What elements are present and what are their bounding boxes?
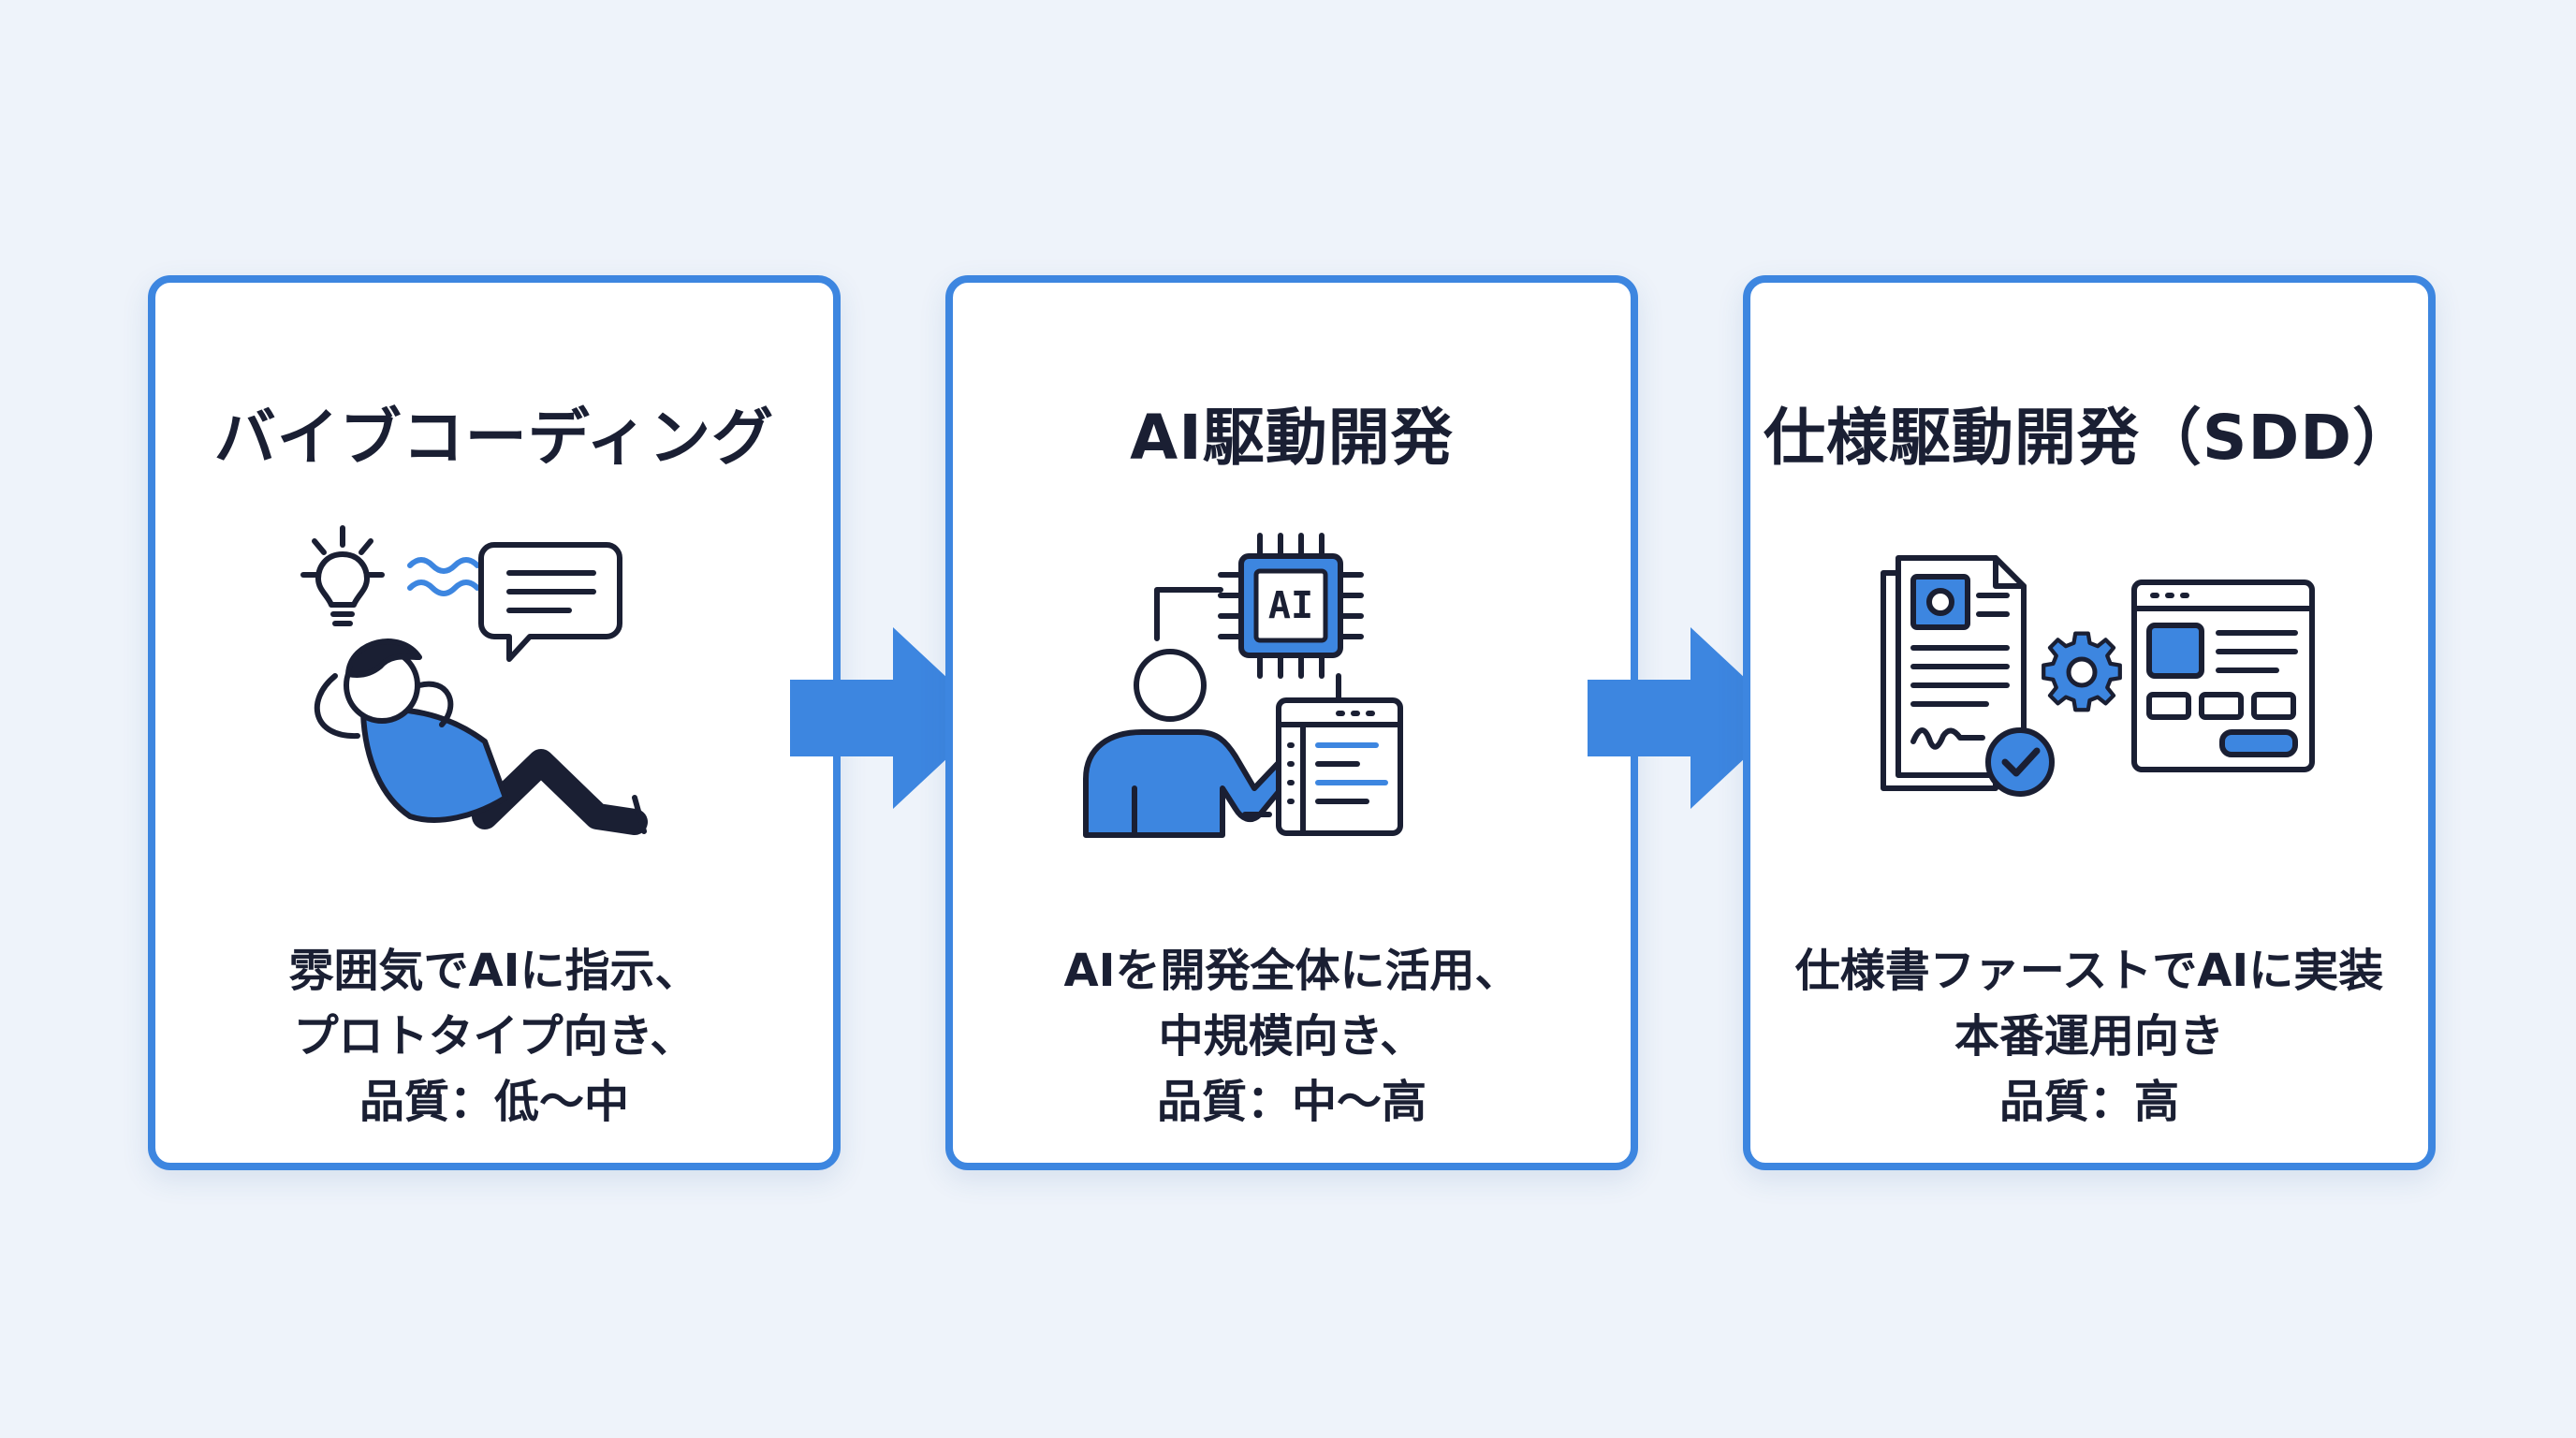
person-with-ai-chip-icon: AI <box>1083 533 1403 838</box>
description-line: プロトタイプ向き、 <box>293 1010 695 1063</box>
description-line: 雰囲気でAIに指示、 <box>288 945 700 997</box>
step-description: 仕様書ファーストでAIに実装 本番運用向き 品質：高 <box>1750 938 2428 1135</box>
step-title: 仕様駆動開発（SDD） <box>1763 402 2416 474</box>
arrow-right-icon <box>1588 627 1788 809</box>
step-description: 雰囲気でAIに指示、 プロトタイプ向き、 品質：低〜中 <box>155 938 833 1135</box>
step-title: AI駆動開発 <box>1130 402 1454 474</box>
description-line: 品質：低〜中 <box>359 1076 629 1128</box>
description-line: 中規模向き、 <box>1158 1010 1426 1063</box>
step-card-vibe-coding: バイブコーディング <box>148 275 841 1170</box>
spec-document-to-app-icon <box>1881 555 2315 797</box>
description-line: 本番運用向き <box>1954 1010 2224 1063</box>
step-card-spec-driven-dev: 仕様駆動開発（SDD） <box>1743 275 2436 1170</box>
step-card-ai-driven-dev: AI駆動開発 AI <box>945 275 1638 1170</box>
description-line: AIを開発全体に活用、 <box>1063 945 1520 997</box>
chip-label: AI <box>1268 584 1313 627</box>
description-line: 品質：高 <box>1998 1076 2179 1128</box>
arrow-right-icon <box>790 627 990 809</box>
description-line: 仕様書ファーストでAIに実装 <box>1794 945 2384 997</box>
step-title: バイブコーディング <box>213 402 775 474</box>
description-line: 品質：中〜高 <box>1156 1076 1427 1128</box>
person-relaxing-with-idea-icon <box>300 525 648 835</box>
step-description: AIを開発全体に活用、 中規模向き、 品質：中〜高 <box>953 938 1631 1135</box>
